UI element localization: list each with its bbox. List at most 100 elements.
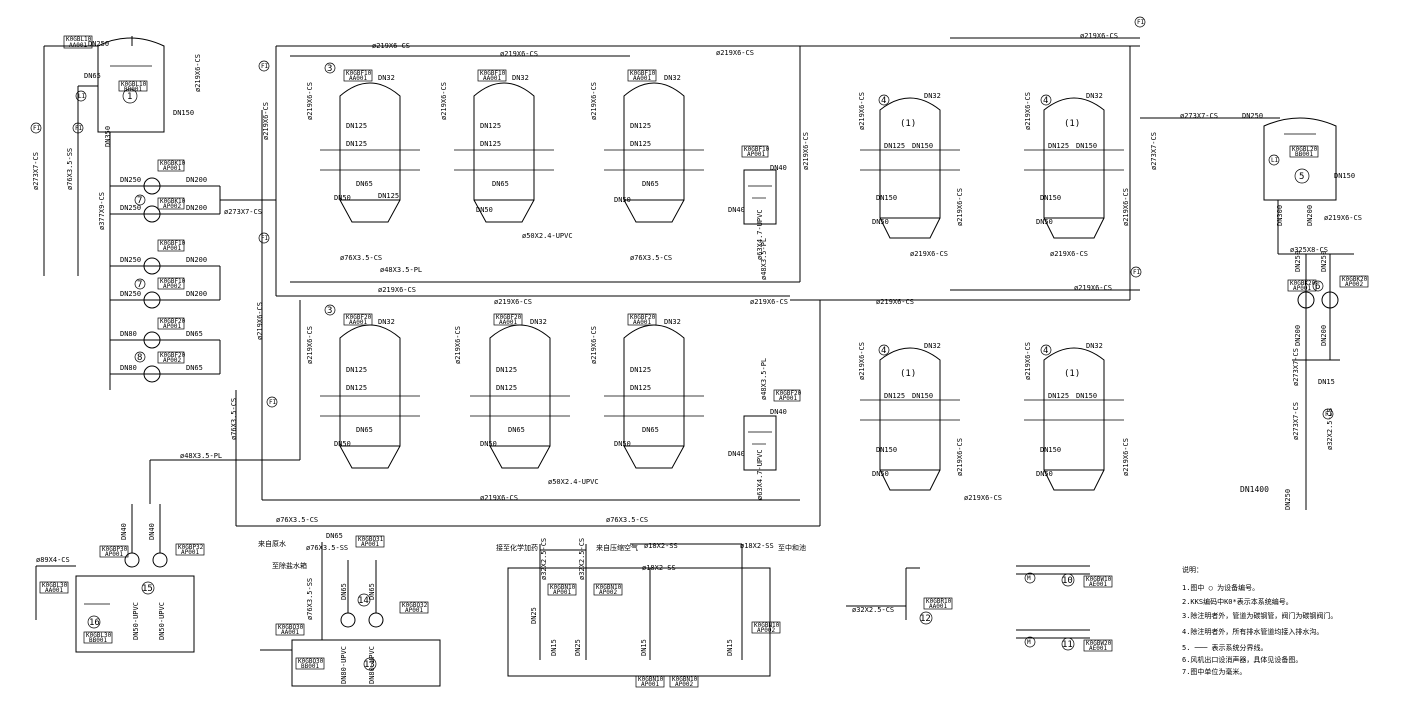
tag: AP001 xyxy=(105,551,123,558)
pipe-label: ø273X7-CS xyxy=(1180,112,1218,120)
pipe-label: ø273X7-CS xyxy=(1292,348,1300,386)
motor-icon: M xyxy=(1027,575,1031,582)
pipe-label: ø219X6-CS xyxy=(1050,250,1088,258)
tag: AP001 xyxy=(163,323,181,330)
pipe-label: ø48X3.5-PL xyxy=(760,358,768,400)
tag: K0GBF20 xyxy=(346,314,372,321)
instrument-fi: FI xyxy=(1325,411,1333,418)
equipment-number: 15 xyxy=(142,584,153,594)
tag: AA001 xyxy=(499,319,517,326)
pipe-size-label: DN15 xyxy=(640,639,648,656)
tag: AA001 xyxy=(633,319,651,326)
tag: K0GBL30 xyxy=(42,582,68,589)
pipe-label: ø219X6-CS xyxy=(876,298,914,306)
pipe-size-label: DN125 xyxy=(1048,392,1069,400)
tag: AA001 xyxy=(633,75,651,82)
equipment-number: 4 xyxy=(1043,96,1048,106)
instrument-fi: FI xyxy=(261,235,269,242)
pipe-size-label: DN125 xyxy=(630,140,651,148)
chemical-tank-bottom: 16 K0GBL30 BB001 15 DN40 DN40 DN50-UPVC … xyxy=(39,523,205,653)
motor-icon: M xyxy=(1027,639,1031,646)
pipe-label: ø48X3.5-PL xyxy=(180,452,222,460)
pipe-label: ø219X6-CS xyxy=(750,298,788,306)
pipe-size-label: DN50 xyxy=(480,440,497,448)
pipe-label: ø219X6-CS xyxy=(1122,188,1130,226)
filter-tank-lower-1: 3 K0GBF20 AA001 DN125 DN125 DN32 DN50 DN… xyxy=(306,304,420,469)
fan-11: M 11 K0GBW20 AE001 xyxy=(1016,629,1113,652)
tag: K0GBK20 xyxy=(1342,276,1368,283)
pipe-size-label: DN25 xyxy=(574,639,582,656)
pipe-size-label: DN125 xyxy=(496,366,517,374)
source-label: 来自压缩空气 xyxy=(596,543,638,552)
dosing-tank-upper: K0GBF10 AP001 DN40 DN40 xyxy=(728,145,787,225)
pipe-label: ø18X2-SS xyxy=(642,564,676,572)
tag: AA001 xyxy=(45,587,63,594)
tag: K0GBQ31 xyxy=(358,536,384,543)
drain-pit: K0GBR10 AA001 12 ø32X2.5-CS xyxy=(846,567,953,625)
pipe-size-label: DN125 xyxy=(378,192,399,200)
pipe-size-label: DN40 xyxy=(148,523,156,540)
tag: AE001 xyxy=(1089,645,1107,652)
pipe-size-label: DN125 xyxy=(496,384,517,392)
pipe-size-label: DN125 xyxy=(346,122,367,130)
pipe-size-label: DN40 xyxy=(728,450,745,458)
pipe-size-label: DN32 xyxy=(924,342,941,350)
source-label: 至中和池 xyxy=(778,543,806,552)
tank-number: 1 xyxy=(127,92,132,102)
pipe-size-label: DN32 xyxy=(1086,342,1103,350)
pipe-size-label: DN32 xyxy=(1086,92,1103,100)
pipe-label: ø76X3.5-CS xyxy=(276,516,318,524)
pipe-label: ø219X6-CS xyxy=(590,326,598,364)
ion-exchanger-lower-1: 4 (1) DN125 DN150 DN150 DN32 DN50 ø219X6… xyxy=(858,342,964,491)
equipment-number: 4 xyxy=(881,96,886,106)
tag: K0GBK10 xyxy=(160,160,186,167)
pipe-label: ø76X3.5-CS xyxy=(230,398,238,440)
fan-10: M 10 K0GBW10 AE001 xyxy=(1016,565,1113,588)
pipe-label: ø48X3.5-PL xyxy=(760,238,768,280)
pipe-size-label: DN200 xyxy=(1306,205,1314,226)
tag: K0GBK10 xyxy=(160,198,186,205)
tag: K0GBF10 xyxy=(630,70,656,77)
pipe-size-label: DN25 xyxy=(530,607,538,624)
tag: AP002 xyxy=(163,203,181,210)
pipe-label: ø32X2.5-CS xyxy=(852,606,894,614)
pipe-size-label: DN40 xyxy=(770,408,787,416)
pipe-size-label: DN50-UPVC xyxy=(132,602,140,640)
note-line: 7.图中单位为毫米。 xyxy=(1182,667,1246,676)
tag: K0GBF20 xyxy=(496,314,522,321)
tag: K0GBL10 xyxy=(66,36,92,43)
demin-water-tank: 5 K0GBL20 BB001 DN250 DN150 DN300 DN200 … xyxy=(1242,112,1362,226)
pipe-size-label: DN250 xyxy=(120,176,141,184)
pipe-size-label: DN65 xyxy=(508,426,525,434)
pipe-size-label: DN65 xyxy=(186,330,203,338)
tag: AA001 xyxy=(349,75,367,82)
pipe-label: ø219X6-CS xyxy=(494,298,532,306)
pipe-label: ø76X3.5-CS xyxy=(630,254,672,262)
dosing-skid: K0GBN10 AP001 K0GBN10 AP002 K0GBN10 AP00… xyxy=(496,538,806,688)
tag: BB001 xyxy=(1295,151,1313,158)
pipe-label: ø219X6-CS xyxy=(454,326,462,364)
pipe-label: ø219X6-CS xyxy=(802,132,810,170)
tag: AA001 xyxy=(281,629,299,636)
pipe-size-label: DN250 xyxy=(1294,251,1302,272)
pipe-size-label: DN65 xyxy=(340,583,348,600)
pipe-label: ø50X2.4-UPVC xyxy=(548,478,599,486)
tag: AP002 xyxy=(1345,281,1363,288)
filter-tank-lower-3: K0GBF20 AA001 DN125 DN125 DN32 DN50 DN65… xyxy=(590,313,704,469)
pipe-size-label: DN125 xyxy=(630,122,651,130)
pipe-label: ø76X3.5-SS xyxy=(66,148,74,190)
tag: K0GBW20 xyxy=(1086,640,1112,647)
tag: K0GBF10 xyxy=(160,278,186,285)
pipe-label: ø76X3.5-CS xyxy=(606,516,648,524)
pipe-size-label: DN32 xyxy=(664,318,681,326)
pipe-size-label: DN32 xyxy=(664,74,681,82)
tag: K0GBN10 xyxy=(550,584,576,591)
pipe-label: ø219X6-CS xyxy=(956,188,964,226)
pipe-label: ø63X4.7-UPVC xyxy=(756,449,764,500)
equipment-number: 7 xyxy=(137,280,142,290)
pipe-size-label: DN150 xyxy=(912,392,933,400)
pipe-size-label: DN65 xyxy=(642,426,659,434)
pipe-size-label: DN200 xyxy=(186,256,207,264)
source-label: 来自原水 xyxy=(258,539,286,548)
pipe-size-label: DN65 xyxy=(492,180,509,188)
